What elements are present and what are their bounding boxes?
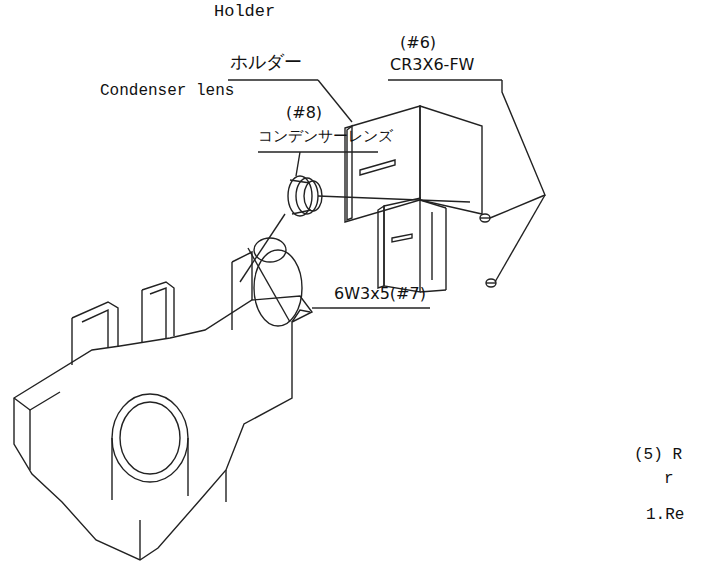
leader-line (318, 80, 352, 122)
screw (480, 214, 490, 222)
underline (330, 307, 430, 308)
axis-line (318, 196, 470, 202)
callout-number: (#6) (400, 34, 436, 52)
underline (388, 79, 502, 80)
part-name: コンデンサーレンズ (258, 128, 393, 145)
step-heading: (5) R (634, 446, 682, 464)
leader-line (296, 152, 300, 176)
housing (14, 238, 312, 560)
callout-number: (#8) (286, 104, 322, 122)
part-name: Holder (214, 2, 275, 22)
part-name: ホルダー (230, 52, 302, 73)
part-name: Condenser lens (100, 82, 234, 100)
underline (258, 151, 378, 152)
step-text: 1.Re (646, 506, 684, 524)
part-code: 6W3x5(#7) (334, 285, 426, 303)
part-code: CR3X6-FW (390, 56, 474, 74)
axis-line (240, 214, 285, 282)
leader-line (495, 195, 545, 282)
leader-line (312, 307, 330, 308)
step-text: r (664, 470, 674, 488)
screw (486, 279, 496, 287)
condenser-lens (288, 176, 322, 216)
underline (228, 79, 318, 80)
leader-line (490, 80, 545, 218)
